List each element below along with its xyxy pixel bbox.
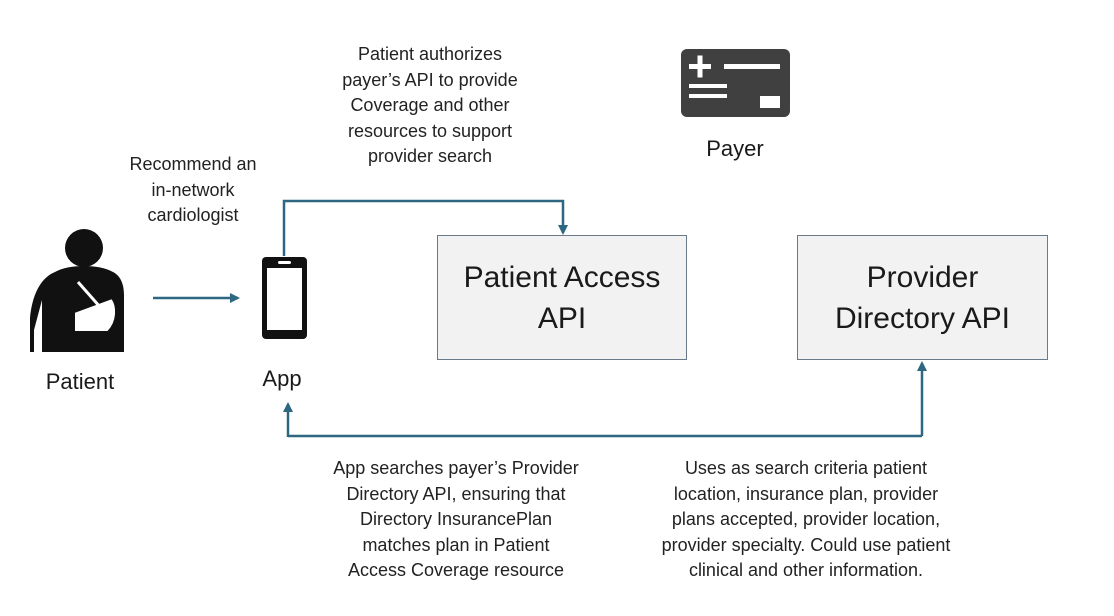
- recommend-note: Recommend an in-network cardiologist: [129, 154, 257, 225]
- search-note: App searches payer’s Provider Directory …: [333, 458, 579, 580]
- smartphone-icon: [262, 257, 307, 339]
- patient-access-api-label: Patient Access API: [463, 260, 661, 335]
- authorize-note: Patient authorizes payer’s API to provid…: [342, 44, 518, 166]
- criteria-note: Uses as search criteria patient location…: [661, 458, 951, 580]
- app-label: App: [262, 366, 302, 391]
- payer-label: Payer: [706, 136, 764, 161]
- provider-directory-api-label: Provider Directory API: [834, 260, 1011, 335]
- patient-arm-sling-icon: [30, 229, 124, 352]
- app-to-patient-access-arrow: [282, 199, 568, 256]
- provider-directory-api-box: Provider Directory API: [797, 235, 1048, 360]
- patient-access-api-box: Patient Access API: [437, 235, 687, 360]
- patient-label: Patient: [45, 369, 115, 394]
- insurance-card-icon: [681, 49, 790, 117]
